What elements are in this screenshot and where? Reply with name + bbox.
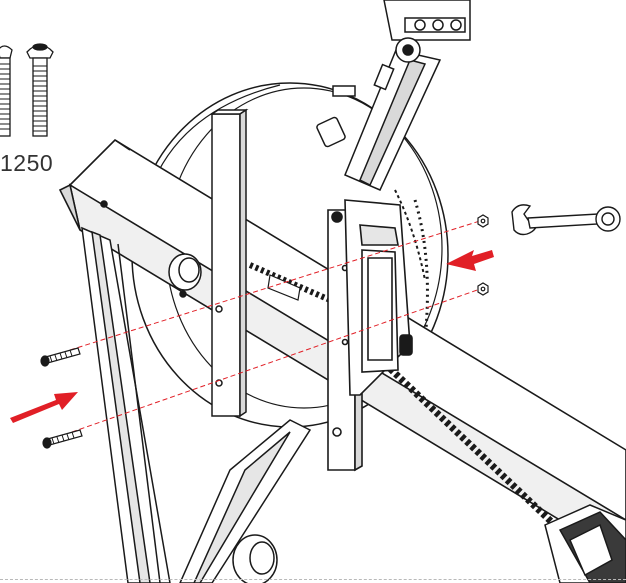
seat-roller: [232, 534, 278, 583]
front-leg: [81, 226, 312, 583]
drive-chain: [248, 262, 563, 533]
nut-icon: [477, 282, 489, 296]
bracket-plate: [327, 199, 413, 472]
alignment-guides: [69, 219, 484, 433]
arrow-icon: [446, 250, 494, 271]
arrow-icon: [10, 392, 78, 423]
part-label: 1250: [0, 150, 54, 176]
page-divider: [0, 579, 626, 580]
monitor-arm: [344, 0, 471, 191]
flywheel-hub: [168, 253, 202, 298]
support-post: [209, 108, 249, 418]
bolt-icon: [26, 43, 54, 137]
bolt-icon: [40, 347, 81, 367]
nut-icon: [477, 214, 489, 228]
wrench-icon: [511, 204, 621, 236]
bolt-icon: [42, 429, 83, 449]
foot-stretcher: [544, 504, 626, 583]
bolt-icon: [0, 45, 13, 137]
